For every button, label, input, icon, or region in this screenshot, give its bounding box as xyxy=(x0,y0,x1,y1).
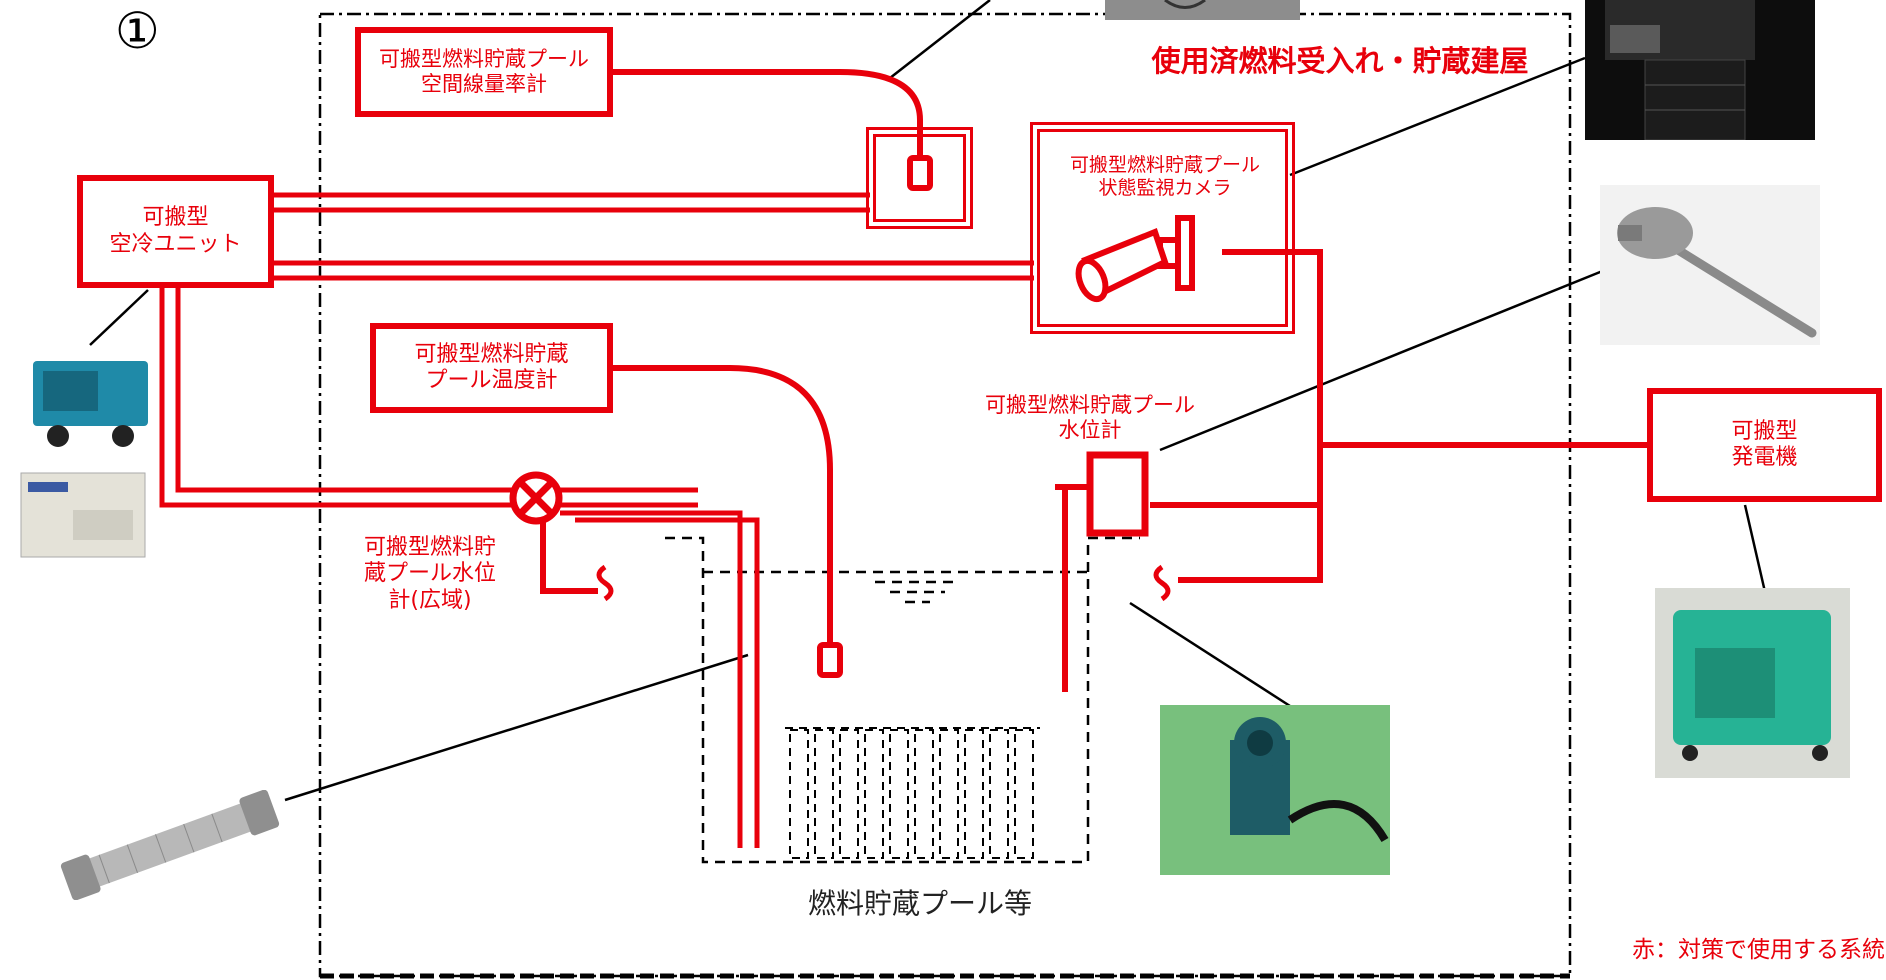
temperature-sensor-icon xyxy=(817,642,843,678)
squiggle-markers xyxy=(596,564,1171,602)
water-level-sensor-photo xyxy=(1160,705,1390,875)
legend-text: 赤：対策で使用する系統 xyxy=(1632,937,1885,963)
air-cooling-ducts xyxy=(159,192,1034,848)
dose-rate-sensor-box xyxy=(866,127,973,229)
dose-rate-meter-label: 可搬型燃料貯蔵プール 空間線量率計 xyxy=(379,46,589,96)
dose-rate-meter-photo xyxy=(1105,0,1300,20)
chiller-photo xyxy=(20,472,146,558)
dose-rate-sensor-icon xyxy=(907,155,933,191)
air-cooling-unit-label: 可搬型 空冷ユニット xyxy=(109,205,242,257)
fuel-pool xyxy=(665,536,1140,864)
generator-box: 可搬型 発電機 xyxy=(1647,388,1882,502)
temperature-meter-label: 可搬型燃料貯蔵 プール温度計 xyxy=(414,341,569,393)
generator-photo xyxy=(1655,588,1850,778)
camera-box xyxy=(1030,122,1295,334)
fuel-racks xyxy=(785,727,1040,859)
flexible-hose-photo xyxy=(60,790,280,900)
camera-icon xyxy=(1075,215,1195,303)
water-level-meter-label: 可搬型燃料貯蔵プール 水位計 xyxy=(985,393,1195,443)
water-level-meter-icon xyxy=(1086,451,1149,537)
temperature-meter-box: 可搬型燃料貯蔵 プール温度計 xyxy=(370,323,613,413)
wide-range-level-meter-label: 可搬型燃料貯 蔵プール水位 計(広域) xyxy=(363,535,496,613)
pool-label: 燃料貯蔵プール等 xyxy=(807,887,1032,920)
air-cooling-unit-box: 可搬型 空冷ユニット xyxy=(77,175,274,288)
monitoring-camera-label: 可搬型燃料貯蔵プール 状態監視カメラ xyxy=(1069,154,1260,199)
signal-cables xyxy=(540,69,1650,692)
generator-label: 可搬型 発電機 xyxy=(1731,418,1798,470)
dose-rate-meter-box: 可搬型燃料貯蔵プール 空間線量率計 xyxy=(355,27,613,117)
leader-lines xyxy=(89,0,1767,802)
air-cooling-unit-photo xyxy=(33,361,148,447)
camera-photo xyxy=(1585,0,1815,140)
building-title: 使用済燃料受入れ・貯蔵建屋 xyxy=(1151,44,1529,78)
figure-marker: ① xyxy=(115,2,160,60)
valve-icon xyxy=(509,471,563,525)
level-sensor-probe-photo xyxy=(1600,185,1820,345)
